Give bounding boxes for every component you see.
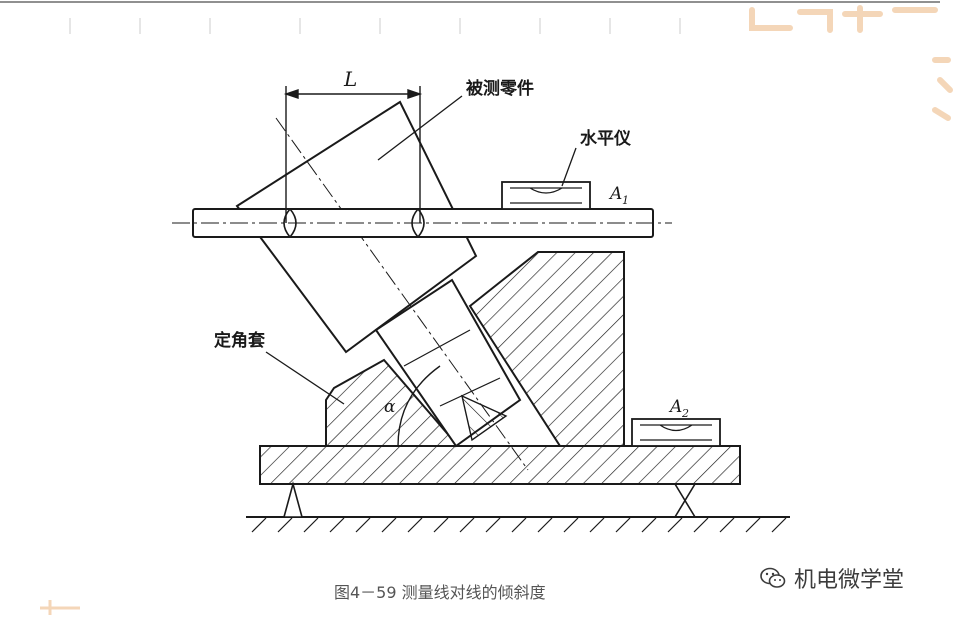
angle-sleeve-label: 定角套	[214, 330, 266, 351]
angle-sleeve	[325, 358, 461, 447]
base-plate	[259, 445, 741, 485]
part-label: 被测零件	[466, 78, 534, 99]
watermark-text: 机电微学堂	[794, 568, 905, 593]
dimension-l-label: L	[343, 67, 357, 91]
wechat-icon	[760, 567, 786, 588]
angle-arc	[397, 365, 441, 447]
watermark-logo-bottom	[40, 600, 80, 615]
level-a2	[631, 418, 721, 447]
figure-caption: 图4－59 测量线对线的倾斜度	[334, 583, 546, 602]
fixture-block	[468, 251, 625, 447]
gauge-rod	[172, 208, 672, 238]
page-top-ticks	[69, 18, 681, 34]
support-left	[282, 480, 304, 518]
a1-label: A	[608, 184, 622, 204]
watermark-badge: 机电微学堂	[760, 560, 950, 596]
a2-subscript: 2	[681, 407, 689, 420]
a2-label: A	[668, 397, 682, 417]
level-a1	[501, 181, 591, 210]
ground-hatch	[251, 517, 787, 533]
support-right	[674, 483, 696, 518]
watermark-logo	[749, 5, 953, 121]
angle-label: α	[384, 397, 396, 417]
level-label: 水平仪	[580, 128, 632, 149]
leader-lines	[265, 95, 577, 405]
a1-subscript: 1	[622, 194, 629, 207]
dimension-l	[283, 86, 423, 223]
